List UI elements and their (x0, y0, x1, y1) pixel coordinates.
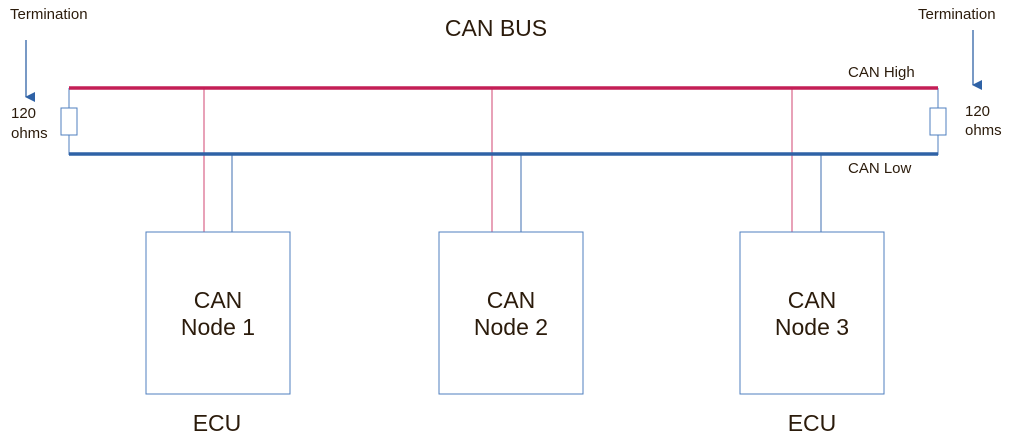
can-node-3: CAN Node 3 ECU (739, 231, 885, 436)
termination-left-label: Termination (10, 6, 88, 23)
node-1-caption: ECU (193, 410, 242, 436)
node-2-title-line1: CAN (487, 287, 536, 313)
diagram-title: CAN BUS (445, 15, 547, 41)
node-2-title-line2: Node 2 (474, 314, 548, 340)
termination-right-label: Termination (918, 6, 996, 23)
can-node-2: CAN Node 2 (438, 231, 584, 395)
node-3-title-line1: CAN (788, 287, 837, 313)
can-high-label: CAN High (848, 64, 915, 81)
can-node-1: CAN Node 1 ECU (145, 231, 291, 436)
node-3-box (739, 231, 885, 395)
node-3-title-line2: Node 3 (775, 314, 849, 340)
can-low-label: CAN Low (848, 160, 912, 177)
resistor-right-icon (929, 107, 947, 136)
resistor-left-unit: ohms (11, 125, 48, 142)
resistor-right-unit: ohms (965, 122, 1002, 139)
node-1-box (145, 231, 291, 395)
node-1-title-line2: Node 1 (181, 314, 255, 340)
node-2-box (438, 231, 584, 395)
resistor-right-value: 120 (965, 103, 990, 120)
node-1-stubs (203, 88, 233, 232)
node-3-stubs (791, 88, 822, 232)
node-1-title-line1: CAN (194, 287, 243, 313)
node-3-caption: ECU (788, 410, 837, 436)
resistor-left-icon (60, 107, 78, 136)
node-2-stubs (491, 88, 522, 232)
resistor-left-value: 120 (11, 105, 36, 122)
